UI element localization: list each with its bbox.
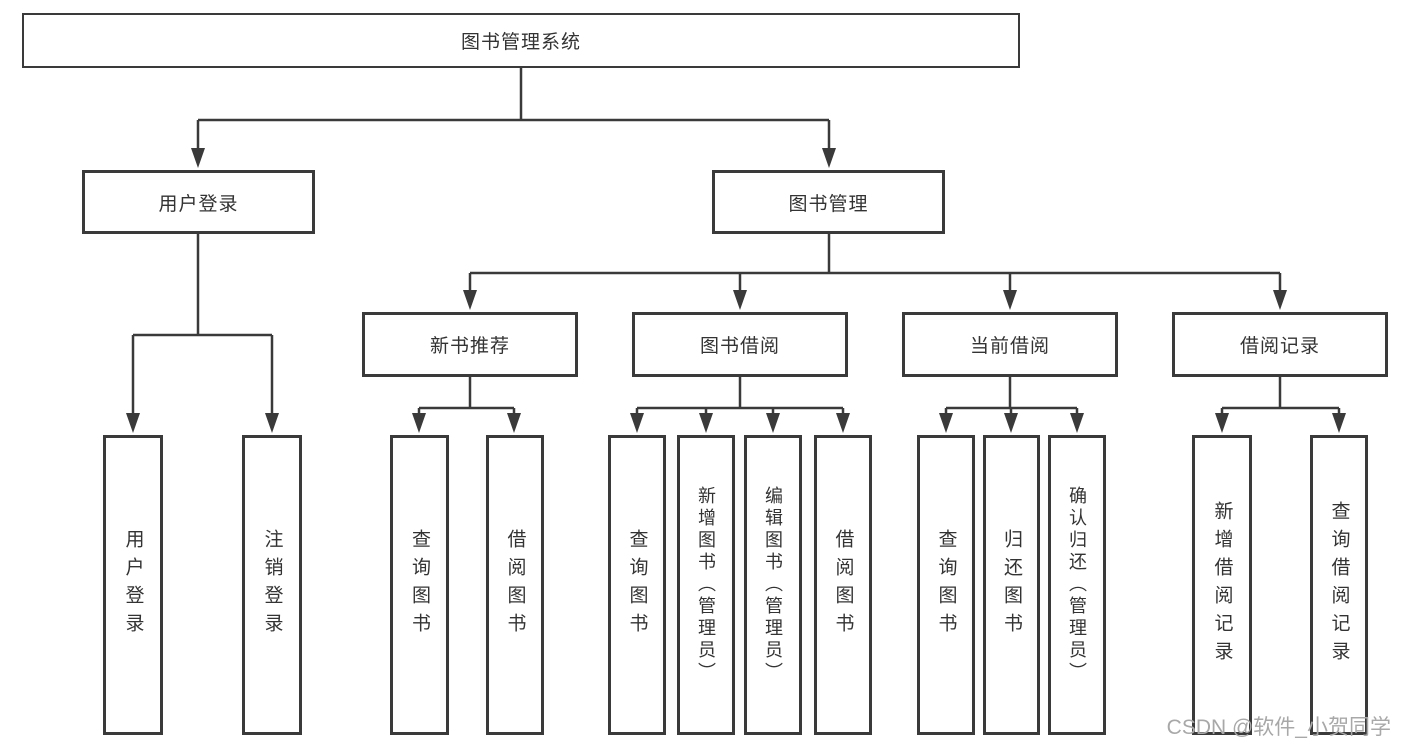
node-user-login-label: 用户登录 (158, 193, 239, 215)
leaf-add-book-admin: 新增图书（管理员） (677, 435, 735, 735)
leaf-borrow-books-1: 借阅图书 (486, 435, 544, 735)
node-current-borrow-label: 当前借阅 (969, 336, 1050, 357)
leaf-confirm-return-admin: 确认归还（管理员） (1048, 435, 1106, 735)
leaf-confirm-return-admin-label: 确认归还（管理员） (1067, 486, 1087, 684)
leaf-query-books-3: 查询图书 (917, 435, 975, 735)
leaf-add-book-admin-label: 新增图书（管理员） (696, 486, 716, 684)
leaf-query-books-1-label: 查询图书 (409, 529, 430, 641)
leaf-logout: 注销登录 (242, 435, 302, 735)
leaf-borrow-books-2-label: 借阅图书 (832, 529, 854, 641)
node-current-borrow: 当前借阅 (902, 312, 1118, 377)
node-book-borrow: 图书借阅 (632, 312, 848, 377)
node-borrow-records-label: 借阅记录 (1239, 336, 1320, 357)
leaf-query-books-2-label: 查询图书 (626, 529, 648, 641)
leaf-user-login-label: 用户登录 (122, 529, 144, 641)
leaf-borrow-books-2: 借阅图书 (814, 435, 872, 735)
leaf-add-borrow-record: 新增借阅记录 (1192, 435, 1252, 735)
node-book-management: 图书管理 (712, 170, 945, 234)
leaf-query-borrow-record-label: 查询借阅记录 (1328, 501, 1350, 669)
leaf-query-books-2: 查询图书 (608, 435, 666, 735)
node-root-label: 图书管理系统 (460, 32, 581, 53)
node-user-login: 用户登录 (82, 170, 315, 234)
node-root: 图书管理系统 (22, 13, 1020, 68)
leaf-query-borrow-record: 查询借阅记录 (1310, 435, 1368, 735)
arrowheads (126, 148, 1346, 433)
node-book-management-label: 图书管理 (788, 193, 869, 215)
leaf-edit-book-admin: 编辑图书（管理员） (744, 435, 802, 735)
csdn-watermark: CSDN @软件_小贺同学 (1166, 716, 1391, 739)
leaf-logout-label: 注销登录 (261, 529, 283, 641)
leaf-borrow-books-1-label: 借阅图书 (504, 529, 526, 641)
node-new-book-recommend: 新书推荐 (362, 312, 578, 377)
leaf-return-book: 归还图书 (983, 435, 1040, 735)
leaf-return-book-label: 归还图书 (1001, 529, 1022, 641)
leaf-query-books-3-label: 查询图书 (935, 529, 957, 641)
node-book-borrow-label: 图书借阅 (699, 336, 780, 357)
leaf-add-borrow-record-label: 新增借阅记录 (1211, 501, 1233, 669)
node-borrow-records: 借阅记录 (1172, 312, 1388, 377)
leaf-edit-book-admin-label: 编辑图书（管理员） (763, 486, 783, 684)
node-new-book-recommend-label: 新书推荐 (429, 336, 510, 357)
leaf-user-login: 用户登录 (103, 435, 163, 735)
leaf-query-books-1: 查询图书 (390, 435, 449, 735)
